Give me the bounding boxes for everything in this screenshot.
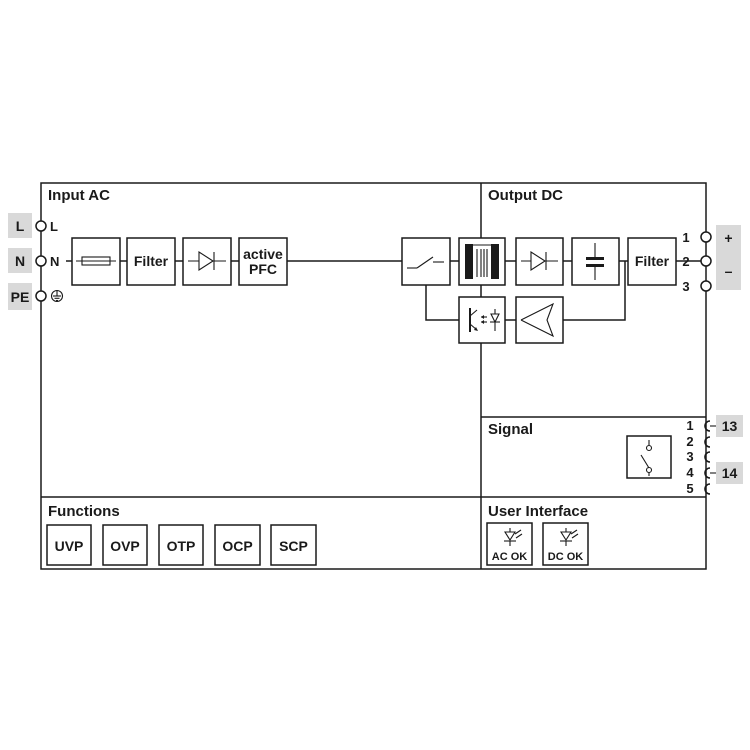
output-pin-num-3: 3 — [682, 279, 689, 294]
output-diode-block — [515, 237, 564, 286]
terminal-connector — [35, 220, 47, 232]
rectifier-block — [182, 237, 232, 286]
led-dc-ok: DC OK — [542, 522, 589, 566]
signal-relay-block — [626, 435, 672, 479]
terminal-tag-pe: PE — [11, 289, 30, 305]
function-label-otp: OTP — [167, 538, 196, 554]
output-terminal-2: 2 – — [682, 250, 741, 290]
signal-pin-2: 2 — [686, 434, 693, 449]
signal-pin-4: 4 — [686, 465, 694, 480]
terminal-tag-bg — [8, 248, 32, 273]
capacitor-icon — [586, 243, 604, 280]
function-label-ovp: OVP — [110, 538, 140, 554]
wire-controller-to-output — [563, 261, 626, 321]
signal-pins: 1 2 3 4 5 — [686, 418, 716, 496]
terminal-tag-bg — [716, 225, 741, 250]
fuse-icon — [76, 256, 116, 266]
signal-pin-3: 3 — [686, 449, 693, 464]
diode-icon — [188, 250, 226, 272]
switch-icon — [407, 256, 444, 269]
output-pin-num-1: 1 — [682, 230, 689, 245]
fuse-block — [71, 237, 121, 286]
terminal-tag-bg — [8, 213, 32, 238]
pfc-label-line2: PFC — [249, 261, 277, 277]
optocoupler-block — [458, 296, 506, 344]
optocoupler-icon — [469, 308, 500, 332]
terminal-tag-l: L — [16, 218, 25, 234]
led-icon — [560, 528, 579, 546]
capacitor-block — [571, 237, 620, 286]
function-label-uvp: UVP — [55, 538, 84, 554]
terminal-label-l: L — [50, 219, 58, 234]
terminal-tag-bg — [716, 250, 741, 290]
output-filter-block: Filter — [627, 237, 677, 286]
function-otp: OTP — [158, 524, 204, 566]
function-ocp: OCP — [214, 524, 261, 566]
section-title-user-interface: User Interface — [488, 503, 588, 520]
section-title-signal: Signal — [488, 421, 533, 438]
function-scp: SCP — [270, 524, 317, 566]
active-pfc-block: active PFC — [238, 237, 288, 286]
terminal-connector — [700, 231, 712, 243]
pfc-label-line1: active — [243, 246, 283, 262]
input-terminal-l: L L — [8, 213, 58, 238]
signal-tag-14: 14 — [722, 465, 738, 481]
ground-icon — [50, 289, 64, 303]
section-title-functions: Functions — [48, 503, 120, 520]
signal-tag-bg — [716, 462, 743, 484]
input-terminal-n: N N — [8, 248, 59, 273]
led-icon — [504, 528, 523, 546]
led-label-dc-ok: DC OK — [548, 551, 584, 563]
function-ovp: OVP — [102, 524, 148, 566]
terminal-connector — [35, 290, 47, 302]
terminal-tag-n: N — [15, 253, 25, 269]
input-terminal-pe: PE — [8, 283, 64, 310]
function-label-scp: SCP — [279, 538, 308, 554]
terminal-tag-bg — [8, 283, 32, 310]
terminal-connector — [700, 255, 712, 267]
led-ac-ok: AC OK — [486, 522, 533, 566]
relay-contact-icon — [640, 440, 653, 476]
section-title-input-ac: Input AC — [48, 187, 110, 204]
signal-tag-bg — [716, 415, 743, 437]
output-terminal-1: 1 + — [682, 225, 741, 250]
input-filter-block: Filter — [126, 237, 176, 286]
signal-pin-1: 1 — [686, 418, 693, 433]
led-label-ac-ok: AC OK — [492, 551, 528, 563]
function-uvp: UVP — [46, 524, 92, 566]
signal-tag-13: 13 — [722, 418, 738, 434]
signal-tags: 13 14 — [716, 415, 743, 484]
output-terminal-3: 3 — [682, 279, 712, 294]
output-pin-num-2: 2 — [682, 254, 689, 269]
signal-pin-5: 5 — [686, 481, 693, 496]
transformer-block — [458, 237, 506, 286]
switch-block — [401, 237, 451, 286]
output-tag-plus: + — [724, 230, 732, 246]
output-tag-minus: – — [725, 263, 733, 279]
controller-block — [515, 296, 564, 344]
terminal-connector — [35, 255, 47, 267]
function-label-ocp: OCP — [222, 538, 252, 554]
terminal-label-n: N — [50, 254, 59, 269]
diode-icon — [521, 250, 558, 272]
terminal-connector — [700, 280, 712, 292]
wire-feedback-to-switch — [425, 285, 459, 321]
input-filter-label: Filter — [134, 253, 169, 269]
output-filter-label: Filter — [635, 253, 670, 269]
section-title-output-dc: Output DC — [488, 187, 563, 204]
controller-icon — [520, 302, 555, 338]
transformer-icon — [465, 244, 499, 279]
